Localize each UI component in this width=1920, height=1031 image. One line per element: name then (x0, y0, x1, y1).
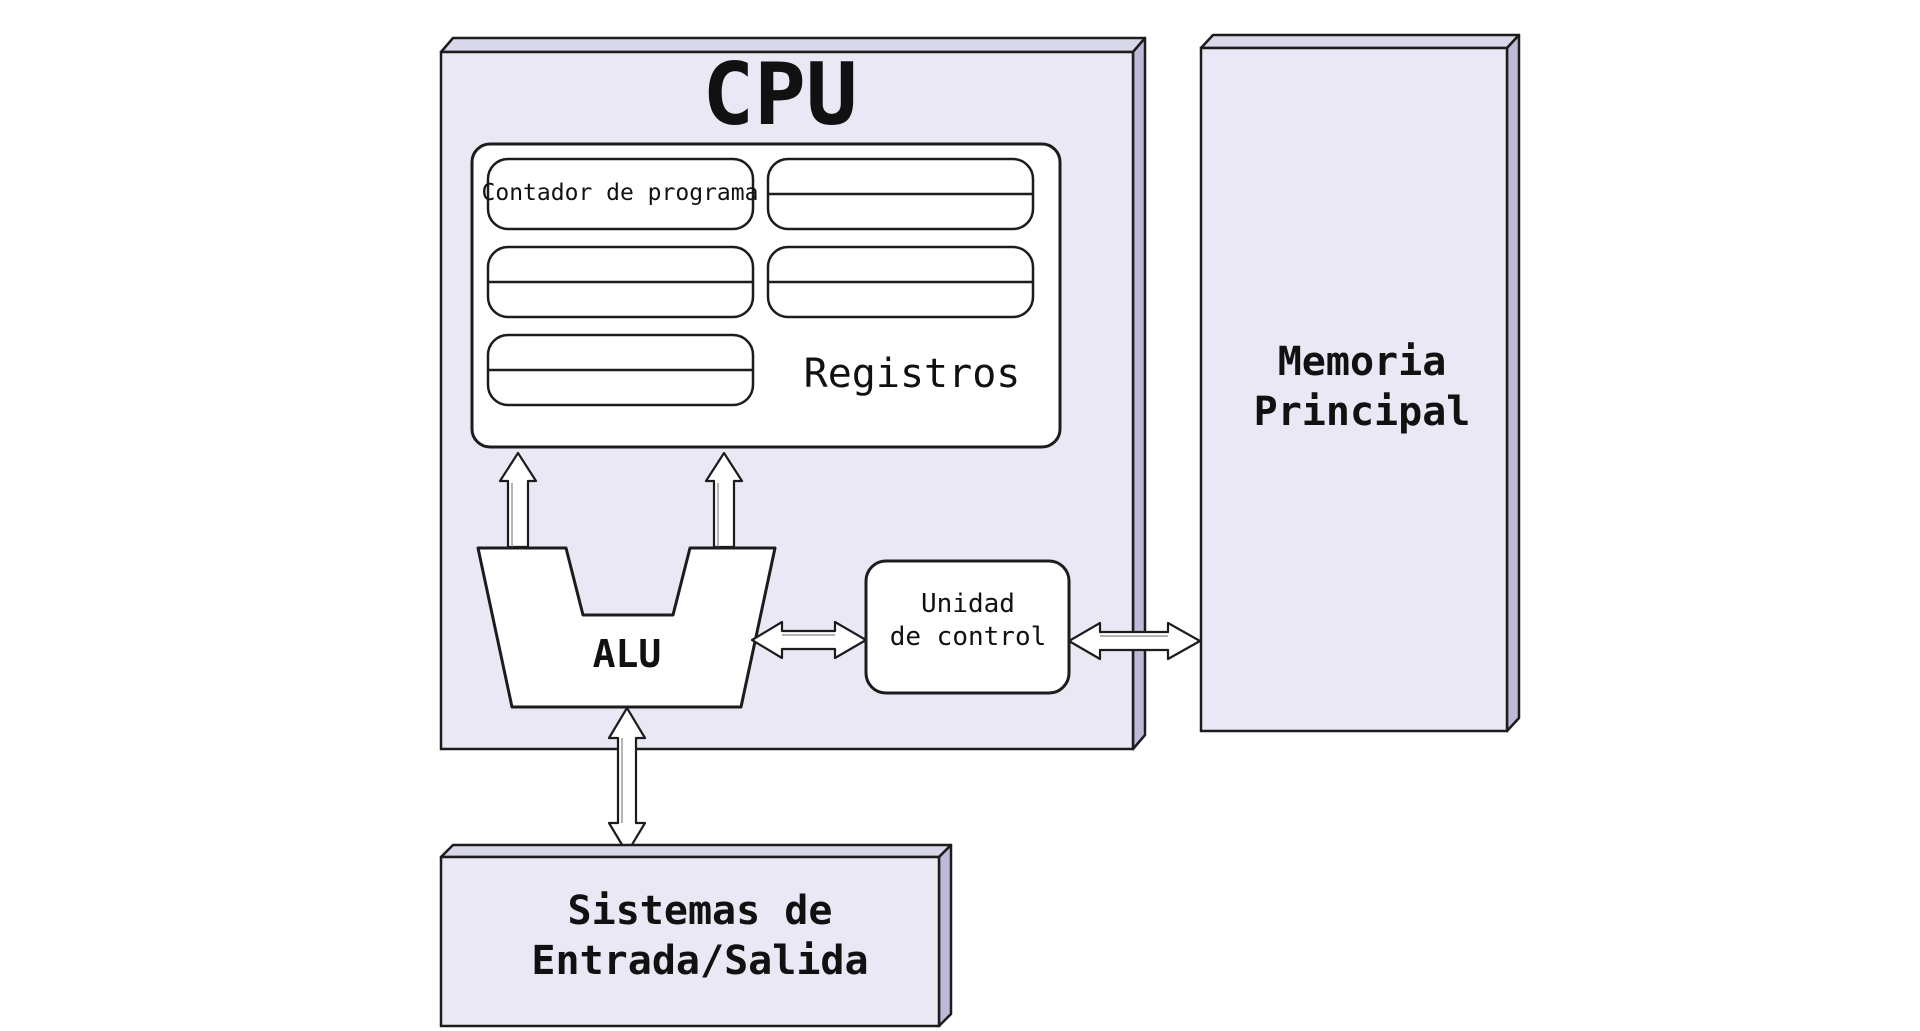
io-systems-side (937, 843, 953, 1028)
alu-block: ALU (476, 546, 777, 709)
register-slot (766, 157, 1035, 231)
alu-shape (476, 546, 777, 709)
main-memory-label-line2: Principal (1254, 389, 1471, 435)
register-program-counter: Contador de programa (482, 157, 759, 231)
io-systems-top (439, 843, 953, 859)
alu-io-arrow (607, 706, 647, 855)
register-slot (486, 245, 755, 319)
registers-block: Contador de programa Registros (470, 142, 1062, 449)
io-systems-front (439, 855, 941, 1028)
control-unit-label-line2: de control (890, 622, 1047, 652)
alu-to-registers-arrow-left (498, 451, 538, 549)
alu-to-registers-arrow-right (704, 451, 744, 549)
main-memory-front (1199, 46, 1509, 733)
alu-label: ALU (593, 632, 662, 676)
registers-label: Registros (804, 351, 1021, 397)
main-memory-box: Memoria Principal (1199, 33, 1521, 733)
io-systems-label-line1: Sistemas de (568, 888, 833, 934)
main-memory-side (1505, 33, 1521, 733)
control-unit-label-line1: Unidad (921, 589, 1015, 619)
main-memory-label-line1: Memoria (1278, 339, 1447, 385)
io-systems-label-line2: Entrada/Salida (531, 938, 868, 984)
alu-control-unit-arrow (750, 620, 868, 660)
cpu-title: CPU (702, 45, 857, 145)
main-memory-top (1199, 33, 1521, 50)
register-slot (486, 333, 755, 407)
register-slot (766, 245, 1035, 319)
control-unit-block: Unidad de control (864, 559, 1071, 695)
program-counter-label: Contador de programa (482, 180, 759, 206)
control-unit-box (864, 559, 1071, 695)
io-systems-box: Sistemas de Entrada/Salida (439, 843, 953, 1028)
